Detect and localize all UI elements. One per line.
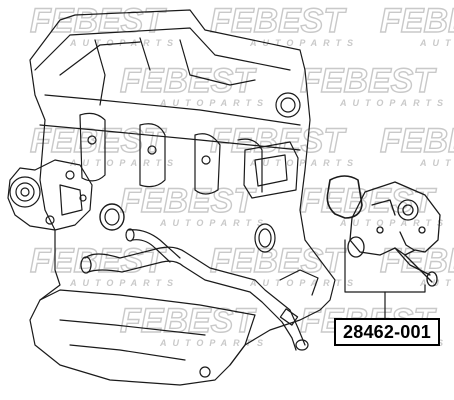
engine-block-outline: [29, 9, 336, 386]
watermark-brand: FEBEST: [300, 182, 437, 220]
watermark-sub: AUTOPARTS: [419, 38, 454, 48]
watermark-brand: FEBEST: [30, 242, 167, 280]
watermark-brand: FEBEST: [210, 2, 347, 40]
watermark-sub: AUTOPARTS: [249, 38, 359, 48]
watermark-brand: FEBEST: [380, 242, 454, 280]
engine-flange: [243, 141, 299, 199]
part-number-label: 28462-001: [334, 318, 440, 346]
watermark-sub: AUTOPARTS: [69, 158, 179, 168]
watermark-sub: AUTOPARTS: [159, 218, 269, 228]
water-pump: [7, 159, 93, 231]
watermark-sub: AUTOPARTS: [339, 98, 449, 108]
watermark-brand: FEBEST: [210, 122, 347, 160]
watermark-sub: AUTOPARTS: [159, 98, 269, 108]
watermark-brand: FEBEST: [120, 302, 257, 340]
watermark-brand: FEBEST: [30, 122, 167, 160]
watermark-brand: FEBEST: [30, 2, 167, 40]
oil-pan: [39, 289, 256, 366]
watermark-sub: AUTOPARTS: [249, 278, 359, 288]
seal-ring-lower: [254, 223, 276, 253]
watermark-brand: FEBEST: [120, 62, 257, 100]
watermark-brand: FEBEST: [380, 2, 454, 40]
coolant-pipe: [80, 228, 309, 351]
thermostat-housing: [347, 181, 441, 287]
block-boss: [79, 112, 106, 182]
watermark-brand: FEBEST: [300, 62, 437, 100]
thermostat-gasket: [326, 175, 363, 219]
watermark-sub: AUTOPARTS: [419, 158, 454, 168]
watermark-sub: AUTOPARTS: [339, 218, 449, 228]
watermark-brand: FEBEST: [380, 122, 454, 160]
watermark-sub: AUTOPARTS: [249, 158, 359, 168]
watermark-brand: FEBEST: [120, 182, 257, 220]
head-port-circle: [275, 92, 301, 118]
watermark-sub: AUTOPARTS: [159, 338, 269, 348]
watermark-sub: AUTOPARTS: [69, 278, 179, 288]
cylinder-head-top: [34, 27, 291, 71]
pump-o-ring: [99, 203, 125, 231]
